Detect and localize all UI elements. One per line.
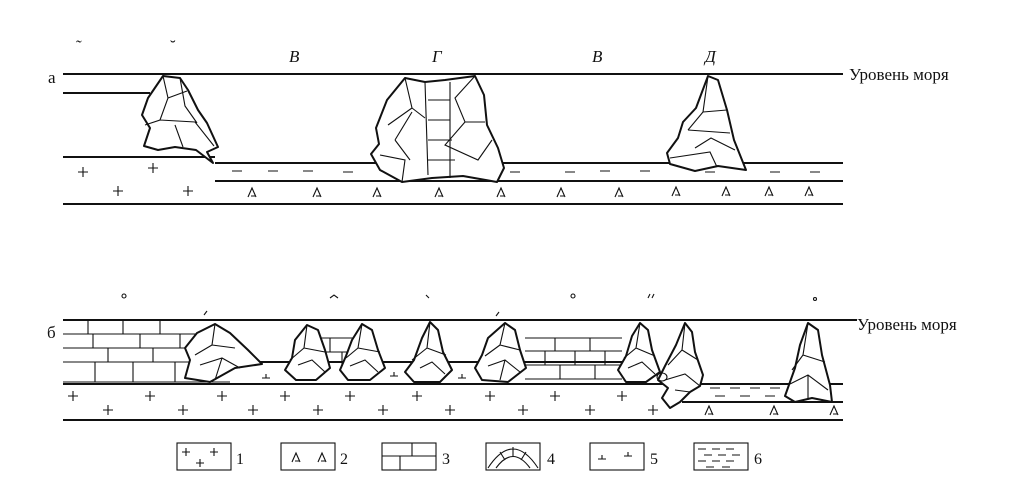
panel-b-label: б bbox=[47, 323, 56, 342]
reef-b2 bbox=[284, 324, 331, 381]
tick-mark: ˜ bbox=[76, 37, 82, 56]
legend-item-6: 6 bbox=[693, 442, 762, 471]
legend-num-5: 5 bbox=[650, 451, 658, 468]
zone-label-v2: В bbox=[592, 47, 603, 66]
marl-pattern-b bbox=[262, 372, 466, 379]
legend-num-6: 6 bbox=[754, 451, 762, 468]
reef-b8 bbox=[784, 322, 833, 403]
reef-a3 bbox=[666, 75, 747, 172]
legend-swatch-granite bbox=[176, 442, 232, 471]
granite-pattern-a bbox=[78, 163, 193, 196]
sea-level-label-a: Уровень моря bbox=[849, 65, 949, 84]
reef-b4 bbox=[404, 321, 453, 383]
zone-label-v1: В bbox=[289, 47, 300, 66]
sea-level-label-b: Уровень моря bbox=[857, 315, 957, 334]
granite-pattern-b bbox=[68, 391, 658, 415]
legend-swatch-reef bbox=[485, 442, 541, 471]
legend-swatch-shale bbox=[693, 442, 749, 471]
legend-swatch-volcanic bbox=[280, 442, 336, 471]
reef-b1 bbox=[184, 323, 263, 383]
legend-num-1: 1 bbox=[236, 451, 244, 468]
volcanic-pattern-b bbox=[704, 404, 839, 416]
reef-b6 bbox=[617, 322, 661, 383]
volcanic-pattern-a bbox=[247, 185, 814, 198]
panel-a: а Уровень моря В Г В Д ˜ ˘ bbox=[48, 37, 949, 205]
legend: 1 2 3 4 5 6 bbox=[176, 442, 762, 471]
legend-item-1: 1 bbox=[176, 442, 244, 471]
limestone-block-mid bbox=[318, 337, 622, 380]
tick-marks-b bbox=[121, 293, 818, 317]
shale-pattern-a bbox=[232, 170, 820, 173]
zone-label-d: Д bbox=[703, 47, 717, 66]
legend-item-3: 3 bbox=[381, 442, 450, 471]
legend-item-2: 2 bbox=[280, 442, 348, 471]
tick-mark: ˘ bbox=[170, 37, 176, 56]
legend-item-4: 4 bbox=[485, 442, 555, 471]
legend-num-4: 4 bbox=[547, 451, 555, 468]
reef-b3 bbox=[339, 323, 386, 381]
reef-b7 bbox=[656, 322, 704, 409]
limestone-block-left bbox=[63, 320, 230, 383]
reef-a1 bbox=[141, 75, 219, 164]
panel-a-label: а bbox=[48, 68, 56, 87]
legend-swatch-marl bbox=[589, 442, 645, 471]
panel-b: б Уровень моря bbox=[47, 293, 957, 421]
reef-a2 bbox=[370, 75, 505, 183]
reef-b5 bbox=[474, 322, 527, 383]
legend-num-2: 2 bbox=[340, 451, 348, 468]
zone-label-g: Г bbox=[431, 47, 443, 66]
legend-num-3: 3 bbox=[442, 451, 450, 468]
legend-item-5: 5 bbox=[589, 442, 658, 471]
